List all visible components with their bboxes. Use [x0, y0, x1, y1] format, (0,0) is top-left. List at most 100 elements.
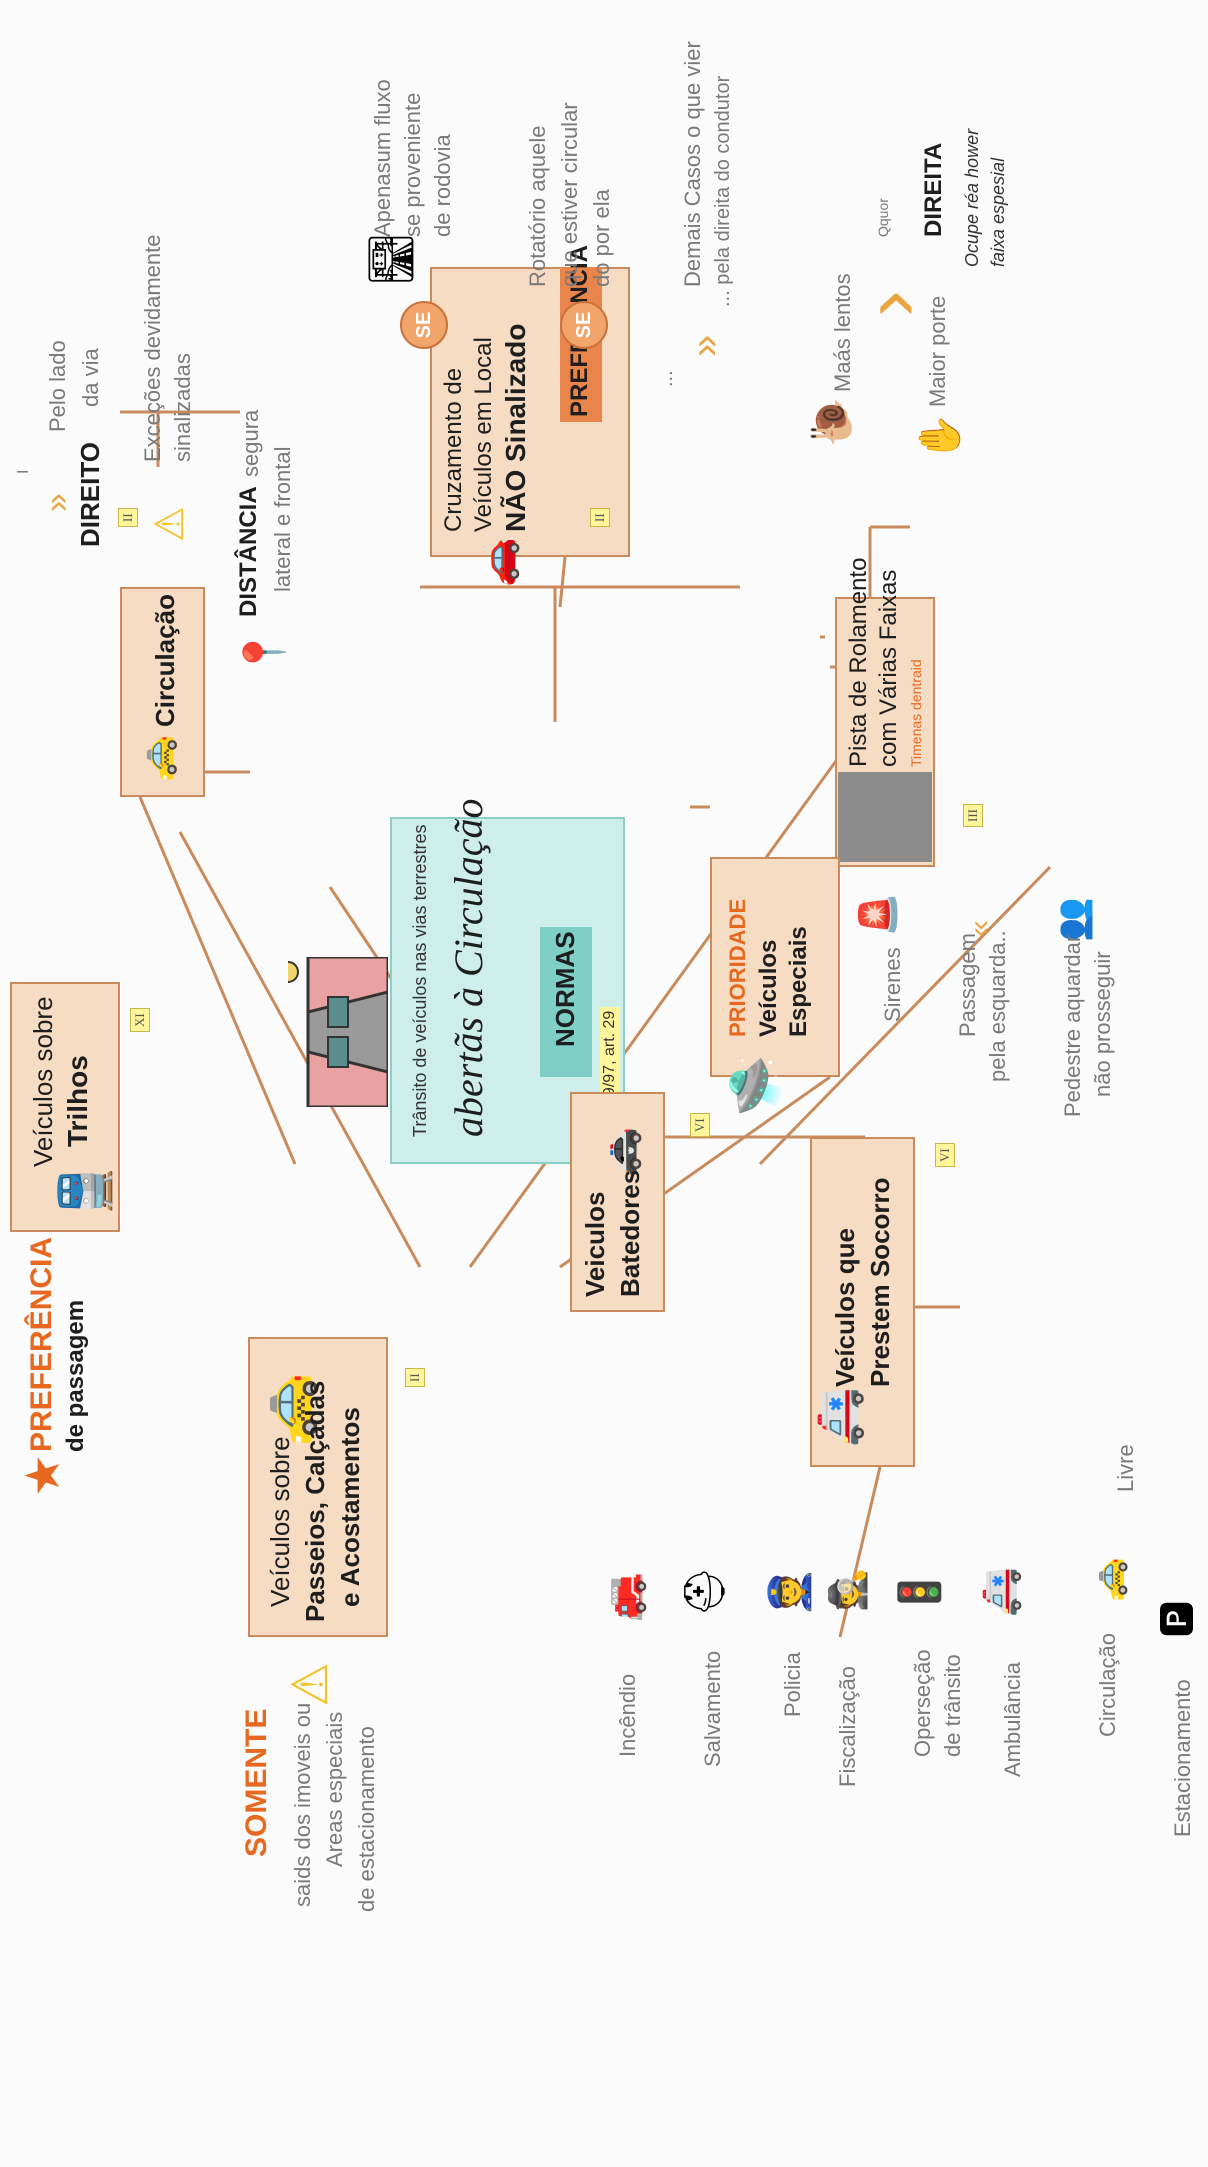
- prioridade-line2: Especiais: [785, 926, 812, 1037]
- trilhos-line1: Veículos sobre: [28, 996, 58, 1167]
- passagem-line2: pela esquarda..: [985, 930, 1010, 1082]
- hand-icon: ✋: [918, 412, 962, 462]
- passeios-line1: Veículos sobre: [265, 1436, 295, 1607]
- ambulance-icon: 🚑: [812, 1387, 865, 1447]
- excecoes-line2: sinalizadas: [170, 353, 195, 462]
- pista-line1: Pista de Rolamento: [845, 557, 872, 767]
- rescue-icon: ⛑: [683, 1566, 727, 1617]
- de-passagem: de passagem: [62, 1299, 89, 1452]
- center-roads-icon: [277, 955, 390, 1109]
- service-ambulancia: Ambulância: [1000, 1662, 1025, 1777]
- preferencia-passagem: PREFERÊNCIA: [25, 1236, 58, 1452]
- circulacao-title: Circulação: [150, 594, 180, 727]
- rodovia-line1: Apenasum fluxo: [370, 79, 395, 237]
- fire-truck-icon: 🚒: [603, 1572, 647, 1622]
- cruzamento-line1: Cruzamento de: [440, 367, 467, 532]
- socorro-roman: VI: [935, 1143, 955, 1167]
- service-incendio: Incêndio: [615, 1673, 640, 1757]
- star-ribbon-icon: ★: [17, 1453, 70, 1497]
- lateral-text: lateral e frontal: [270, 446, 295, 592]
- ellipsis: ...: [655, 370, 677, 387]
- cruzamento-roman: II: [590, 508, 610, 527]
- road-icon: [838, 772, 932, 862]
- somente-text: SOMENTE: [240, 1708, 273, 1857]
- trilhos-roman: XI: [130, 1008, 150, 1032]
- demais-line1: Demais Casos o que vier: [680, 41, 705, 287]
- excecoes-line1: Exceções devidamente: [140, 234, 165, 462]
- pista-line2: com Várias Faixas: [875, 569, 902, 767]
- alert-circle-icon: ⚠: [282, 1662, 338, 1707]
- quor-text: Qquor: [875, 198, 891, 237]
- pista-roman: III: [963, 804, 983, 827]
- ambulance-small-icon: 🚑: [978, 1567, 1022, 1617]
- chevron-right-icon: »: [38, 493, 76, 512]
- warning-icon: ⚠: [148, 506, 192, 542]
- car-icon: 🚕: [136, 734, 178, 782]
- crossing-cars-icon: 🚗: [476, 537, 520, 587]
- passeios-roman: II: [405, 1368, 425, 1387]
- center-title: abertãs à Circulação: [446, 798, 491, 1138]
- pelo-lado-text: Pelo lado: [45, 340, 70, 432]
- pista-sub: Timenas dentraid: [908, 659, 924, 767]
- inspector-icon: 🕵: [827, 1567, 868, 1612]
- rotatorio-line3: do por ela: [589, 189, 614, 287]
- somente-line3: de estacionamento: [354, 1726, 379, 1912]
- cruzamento-line3: NÃO Sinalizado: [500, 323, 531, 532]
- train-icon: 🚆: [57, 1159, 113, 1222]
- da-via-text: da via: [78, 348, 103, 407]
- sirenes-text: Sirenes: [880, 947, 905, 1022]
- police-icon: 👮: [768, 1567, 812, 1617]
- rodovia-line3: de rodovia: [430, 134, 455, 237]
- batedores-line2: Batedores: [615, 1169, 645, 1297]
- estacionamento-small: Estacionamento: [1170, 1679, 1195, 1837]
- especial-line1: Ocupe réa hower: [962, 128, 982, 267]
- service-fiscalizacao: Fiscalização: [835, 1665, 860, 1787]
- distancia-text: DISTÂNCIA: [235, 486, 262, 617]
- service-salvamento: Salvamento: [700, 1650, 725, 1767]
- socorro-line1: Veículos que: [830, 1228, 860, 1387]
- map-pin-icon: 📍: [243, 627, 287, 677]
- pedestre-line2: não prosseguir: [1090, 951, 1115, 1097]
- trilhos-line2: Trilhos: [62, 1055, 93, 1147]
- livre-text: Livre: [1113, 1444, 1138, 1492]
- passagem-line1: Passagem: [955, 933, 980, 1037]
- batedores-roman: VI: [690, 1113, 710, 1137]
- chevron-large-icon: ›: [845, 290, 934, 317]
- circulacao-roman: II: [118, 508, 138, 527]
- direito-text: DIREITO: [75, 442, 105, 547]
- service-policia: Policia: [780, 1652, 805, 1717]
- chevron-right-icon-2: »: [683, 334, 727, 357]
- service-operacao-2: de trânsito: [940, 1654, 965, 1757]
- taxi-icon: 🚕: [1087, 1557, 1128, 1602]
- direita-text: DIREITA: [920, 142, 947, 237]
- siren-icon: 🚨: [857, 892, 898, 937]
- snail-icon: 🐌: [810, 397, 854, 447]
- normas-label: NORMAS: [550, 931, 580, 1047]
- center-subtitle: Trânsito de veículos nas vias terrestres: [410, 824, 430, 1137]
- passeios-line2: Passeios, Calçadas: [300, 1380, 330, 1622]
- demais-line2: ... pela direita do condutor: [712, 75, 734, 307]
- siren-vehicle-icon: 🛸: [727, 1054, 783, 1117]
- circulacao-small: Circulação: [1095, 1633, 1120, 1737]
- passeios-line3: e Acostamentos: [335, 1407, 365, 1607]
- parking-icon: 🅿: [1157, 1600, 1198, 1637]
- service-operacao-1: Operseção: [910, 1649, 935, 1757]
- somente-line2: Areas especiais: [322, 1711, 347, 1867]
- somente-line1: saids dos imoveis ou: [290, 1702, 315, 1907]
- highway-icon: 🛣: [367, 231, 416, 287]
- rodovia-line2: se proveniente: [400, 92, 425, 237]
- se-circle-1: SE: [400, 301, 448, 349]
- cruzamento-line2: Veículos em Local: [470, 337, 497, 532]
- se-circle-2: SE: [560, 301, 608, 349]
- prioridade-label: PRIORIDADE: [725, 898, 750, 1037]
- arrow-mark: I: [15, 469, 32, 474]
- segura-text: segura: [238, 409, 263, 477]
- rotatorio-line2: que estiver circular: [557, 102, 582, 287]
- pedestre-line1: Pedestre aquardar: [1060, 934, 1085, 1117]
- especial-line2: faixa espesial: [988, 157, 1008, 267]
- prioridade-line1: Veículos: [755, 939, 782, 1037]
- traffic-light-icon: 🚦: [898, 1567, 942, 1617]
- rotatorio-line1: Rotatório aquele: [525, 125, 550, 287]
